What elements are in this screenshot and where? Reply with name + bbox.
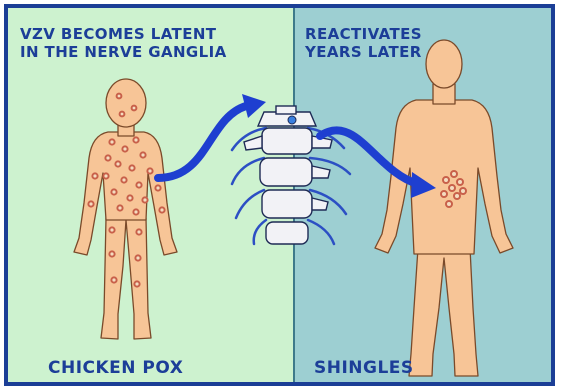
illustration [8,8,551,382]
shingles-caption: SHINGLES [314,358,414,378]
ganglia-arrow-icon [158,94,266,178]
adult-figure-icon [375,40,513,376]
child-figure-icon [74,79,177,339]
diagram-frame: VZV BECOMES LATENT IN THE NERVE GANGLIA … [4,4,555,386]
reactivation-heading: REACTIVATES YEARS LATER [305,25,422,61]
spinal-column-icon [232,106,350,244]
latency-heading: VZV BECOMES LATENT IN THE NERVE GANGLIA [20,25,227,61]
chicken-pox-caption: CHICKEN POX [48,358,183,378]
